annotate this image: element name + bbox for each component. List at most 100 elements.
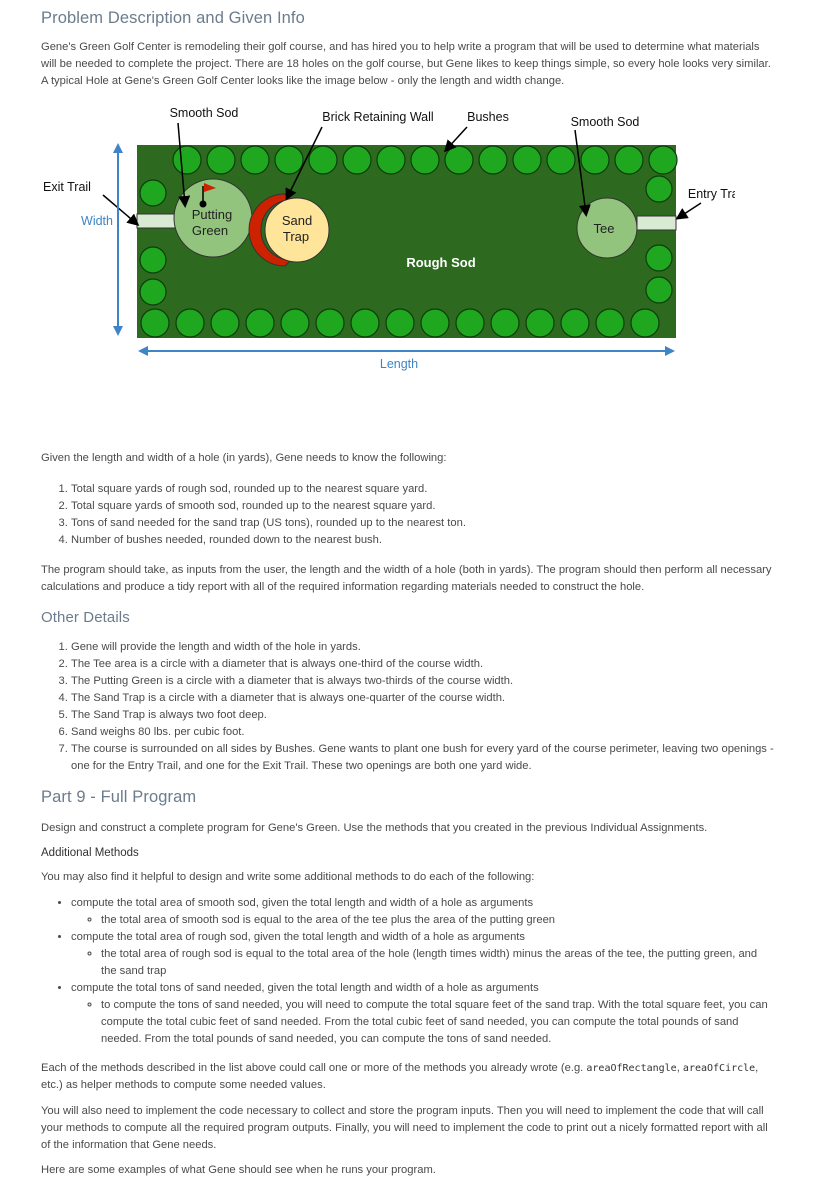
section-title-part9: Part 9 - Full Program xyxy=(41,788,197,806)
hole-cup xyxy=(199,200,207,208)
bush-icon xyxy=(280,308,310,338)
method-sand: compute the total tons of sand needed, g… xyxy=(71,982,539,994)
golf-hole-diagram: Putting Green Sand Trap Tee Rough Sod Sm… xyxy=(41,90,776,435)
flag-icon xyxy=(204,183,216,192)
list-item: to compute the tons of sand needed, you … xyxy=(101,997,775,1048)
bushes-label: Bushes xyxy=(467,110,509,124)
sand-trap xyxy=(264,197,330,263)
bush-icon xyxy=(139,179,167,207)
bush-icon xyxy=(139,246,167,274)
sub-list: to compute the tons of sand needed, you … xyxy=(71,997,775,1048)
bushes-arrow xyxy=(443,126,468,153)
putting-label-2: Green xyxy=(192,223,228,238)
code-area-of-rectangle: areaOfRectangle xyxy=(586,1063,677,1074)
bush-icon xyxy=(308,145,338,175)
additional-methods-heading: Additional Methods xyxy=(41,847,139,859)
methods-list: compute the total area of smooth sod, gi… xyxy=(41,895,775,1048)
bush-icon xyxy=(595,308,625,338)
bush-icon xyxy=(648,145,678,175)
bush-icon xyxy=(490,308,520,338)
bush-icon xyxy=(614,145,644,175)
list-item: The Sand Trap is always two foot deep. xyxy=(71,707,775,724)
bush-icon xyxy=(478,145,508,175)
list-item: the total area of rough sod is equal to … xyxy=(101,946,775,980)
list-item: compute the total area of smooth sod, gi… xyxy=(71,895,775,929)
bush-icon xyxy=(645,175,673,203)
section-title-other: Other Details xyxy=(41,609,130,626)
bush-icon xyxy=(512,145,542,175)
bush-icon xyxy=(645,276,673,304)
bush-icon xyxy=(645,244,673,272)
exit-trail-label: Exit Trail xyxy=(43,180,91,194)
rough-sod-label: Rough Sod xyxy=(406,255,475,270)
intro-paragraph: Gene's Green Golf Center is remodeling t… xyxy=(41,41,771,87)
brick-wall-label: Brick Retaining Wall xyxy=(322,110,433,124)
list-item: Number of bushes needed, rounded down to… xyxy=(71,532,775,549)
list-item: The Putting Green is a circle with a dia… xyxy=(71,673,775,690)
given-list: Total square yards of rough sod, rounded… xyxy=(41,481,775,549)
bush-icon xyxy=(385,308,415,338)
bush-icon xyxy=(140,308,170,338)
other-list: Gene will provide the length and width o… xyxy=(41,639,775,775)
method-smooth: compute the total area of smooth sod, gi… xyxy=(71,897,534,909)
given-lead: Given the length and width of a hole (in… xyxy=(41,452,447,464)
list-item: compute the total tons of sand needed, g… xyxy=(71,980,775,1048)
bush-icon xyxy=(342,145,372,175)
list-item: Sand weighs 80 lbs. per cubic foot. xyxy=(71,724,775,741)
list-item: the total area of smooth sod is equal to… xyxy=(101,912,775,929)
bushes-group xyxy=(139,145,678,338)
code-area-of-circle: areaOfCircle xyxy=(682,1063,756,1074)
bush-icon xyxy=(274,145,304,175)
list-item: Total square yards of smooth sod, rounde… xyxy=(71,498,775,515)
helper-text-mid: , xyxy=(676,1062,683,1074)
helper-methods-paragraph: Each of the methods described in the lis… xyxy=(41,1060,775,1094)
bush-icon xyxy=(525,308,555,338)
tee-label: Tee xyxy=(594,221,615,236)
bush-icon xyxy=(139,278,167,306)
bush-icon xyxy=(630,308,660,338)
list-item: The Sand Trap is a circle with a diamete… xyxy=(71,690,775,707)
list-item: The Tee area is a circle with a diameter… xyxy=(71,656,775,673)
bush-icon xyxy=(560,308,590,338)
list-item: compute the total area of rough sod, giv… xyxy=(71,929,775,980)
exit-trail xyxy=(136,213,176,229)
sand-label-2: Trap xyxy=(283,229,309,244)
helper-text-post: , etc.) as helper methods to compute som… xyxy=(41,1062,759,1091)
given-after: The program should take, as inputs from … xyxy=(41,564,772,593)
brick-retaining-wall xyxy=(248,193,293,267)
bush-icon xyxy=(175,308,205,338)
smooth-sod-right-label: Smooth Sod xyxy=(571,115,640,129)
bush-icon xyxy=(245,308,275,338)
tee-box xyxy=(576,197,638,259)
bush-icon xyxy=(410,145,440,175)
bush-icon xyxy=(580,145,610,175)
bush-icon xyxy=(172,145,202,175)
golf-hole-svg: Putting Green Sand Trap Tee Rough Sod Sm… xyxy=(43,106,735,371)
bush-icon xyxy=(210,308,240,338)
part9-lead: You may also find it helpful to design a… xyxy=(41,871,535,883)
method-rough: compute the total area of rough sod, giv… xyxy=(71,931,526,943)
bush-icon xyxy=(376,145,406,175)
bush-icon xyxy=(455,308,485,338)
bush-icon xyxy=(420,308,450,338)
entry-trail xyxy=(636,215,677,231)
bush-icon xyxy=(444,145,474,175)
putting-label-1: Putting xyxy=(192,207,232,222)
length-label: Length xyxy=(380,357,418,371)
bush-icon xyxy=(546,145,576,175)
helper-text-pre: Each of the methods described in the lis… xyxy=(41,1062,587,1074)
list-item: Total square yards of rough sod, rounded… xyxy=(71,481,775,498)
smooth-sod-left-arrow xyxy=(177,122,191,208)
smooth-sod-right-arrow xyxy=(574,129,591,217)
sub-list: the total area of smooth sod is equal to… xyxy=(71,912,775,929)
sand-label-1: Sand xyxy=(282,213,312,228)
bush-icon xyxy=(315,308,345,338)
bush-icon xyxy=(350,308,380,338)
examples-paragraph: Here are some examples of what Gene shou… xyxy=(41,1164,436,1176)
entry-trail-arrow xyxy=(675,202,702,220)
bush-icon xyxy=(240,145,270,175)
implementation-paragraph: You will also need to implement the code… xyxy=(41,1105,768,1151)
list-item: Gene will provide the length and width o… xyxy=(71,639,775,656)
section-title-problem: Problem Description and Given Info xyxy=(41,9,305,27)
